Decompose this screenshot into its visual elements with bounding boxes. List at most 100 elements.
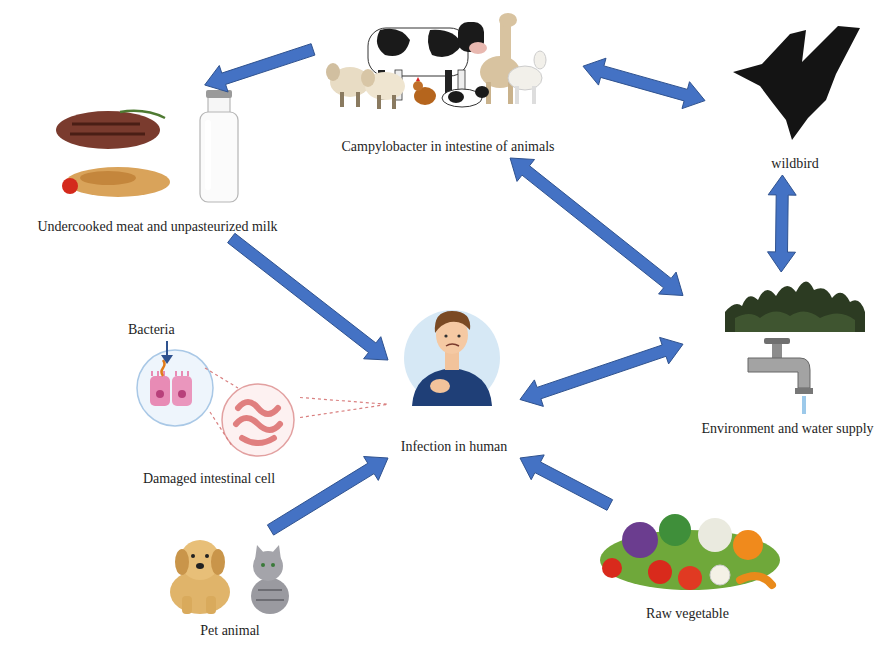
farm-animals-part (499, 13, 517, 27)
trees-and-tap-part (772, 342, 782, 358)
dog-and-cat-part (271, 563, 275, 567)
dog-and-cat-part (211, 549, 225, 575)
dog-and-cat-part (251, 578, 289, 614)
block-arrow (583, 58, 705, 108)
cell-zoom-part (178, 390, 186, 398)
farm-animals-part (356, 92, 360, 107)
dog-and-cat (170, 540, 289, 614)
dog-and-cat-part (206, 596, 216, 614)
cell-zoom-part (150, 376, 170, 406)
block-arrow (520, 337, 683, 406)
cell-zoom-part (166, 341, 168, 356)
picture-node: wildbird (705, 20, 885, 175)
dog-and-cat-part (261, 563, 265, 567)
bird-silhouette (733, 26, 860, 140)
block-arrow (768, 175, 797, 272)
picture-node: Undercooked meat and unpasteurized milk (10, 85, 305, 238)
sick-person-part (430, 379, 450, 393)
block-arrow (205, 44, 315, 92)
dog-and-cat-part (182, 596, 192, 614)
meat-and-milk (56, 90, 238, 202)
farm-animals-part (475, 86, 489, 98)
trees-and-tap-part (748, 358, 810, 388)
sick-person-part (435, 311, 470, 333)
farm-animals-part (500, 22, 511, 72)
farm-animals-part (416, 77, 420, 81)
vegetables-part (733, 530, 763, 560)
vegetables-part (659, 514, 691, 546)
cell-zoom-part (162, 360, 165, 376)
caption: wildbird (771, 156, 818, 172)
farm-animals-part (340, 92, 344, 107)
farm-animals-part (377, 95, 381, 109)
trees-and-tap-part (764, 338, 790, 344)
vegetables-part (698, 518, 732, 552)
meat-and-milk-part (200, 112, 238, 202)
cell-zoom-part (222, 384, 294, 456)
vegetables-part (602, 558, 622, 578)
block-arrow (520, 455, 613, 510)
cell-zoom-part (137, 350, 213, 426)
cell-zoom-part (205, 368, 238, 446)
cell-zoom-part (152, 371, 188, 376)
farm-animals-part (508, 66, 542, 90)
meat-and-milk-part (208, 96, 230, 114)
vegetables-part (678, 566, 702, 590)
vegetables-part (740, 576, 772, 585)
dog-and-cat-part (205, 554, 209, 558)
meat-and-milk-part (66, 167, 170, 197)
farm-animals-part (326, 63, 340, 81)
meat-and-milk-part (205, 120, 211, 190)
sick-person-part (412, 368, 492, 406)
trees-and-tap-part (802, 396, 806, 414)
meat-and-milk-part (80, 171, 136, 185)
picture-node: Pet animal (155, 530, 305, 642)
text-label: Bacteria (128, 322, 175, 338)
meat-and-milk-part (120, 111, 165, 118)
caption: Campylobacter in intestine of animals (341, 139, 554, 155)
sick-person-part (457, 334, 460, 337)
cell-zoom-part (236, 402, 280, 443)
caption: Raw vegetable (646, 606, 729, 622)
caption: Pet animal (200, 623, 260, 639)
farm-animals-part (532, 86, 536, 104)
picture-node: Environment and water supply (683, 272, 892, 440)
farm-animals-part (534, 51, 546, 69)
farm-animals-part (368, 28, 468, 76)
sick-person-part (446, 344, 459, 346)
farm-animals (326, 13, 546, 109)
vegetables-part (622, 522, 658, 558)
farm-animals-part (413, 81, 423, 91)
picture-node: Damaged intestinal cell (118, 340, 300, 490)
block-arrow (510, 158, 683, 296)
farm-animals-part (469, 42, 487, 54)
sick-person-part (404, 310, 500, 406)
dog-and-cat-part (256, 590, 284, 600)
dog-and-cat-part (175, 549, 189, 575)
block-arrow (228, 233, 388, 360)
meat-and-milk-part (70, 124, 145, 134)
vegetables (600, 514, 780, 590)
caption: Infection in human (401, 439, 508, 455)
farm-animals-part (428, 30, 462, 57)
meat-and-milk-part (56, 111, 160, 149)
sick-person-part (444, 334, 447, 337)
caption: Undercooked meat and unpasteurized milk (37, 219, 277, 235)
farm-animals-part (515, 86, 519, 104)
meat-and-milk-part (62, 178, 78, 194)
cell-zoom (137, 341, 294, 456)
trees-and-tap-part (735, 311, 855, 332)
bird-silhouette-part (733, 26, 860, 140)
farm-animals-part (392, 95, 396, 109)
trees-and-tap (725, 281, 865, 414)
dog-and-cat-part (255, 545, 281, 560)
vegetables-part (710, 565, 730, 585)
sick-person (404, 310, 500, 406)
vegetables-part (648, 560, 672, 584)
dog-and-cat-part (196, 563, 204, 569)
caption: Damaged intestinal cell (143, 471, 275, 487)
caption: Environment and water supply (701, 421, 873, 437)
picture-node: Raw vegetable (595, 505, 780, 625)
